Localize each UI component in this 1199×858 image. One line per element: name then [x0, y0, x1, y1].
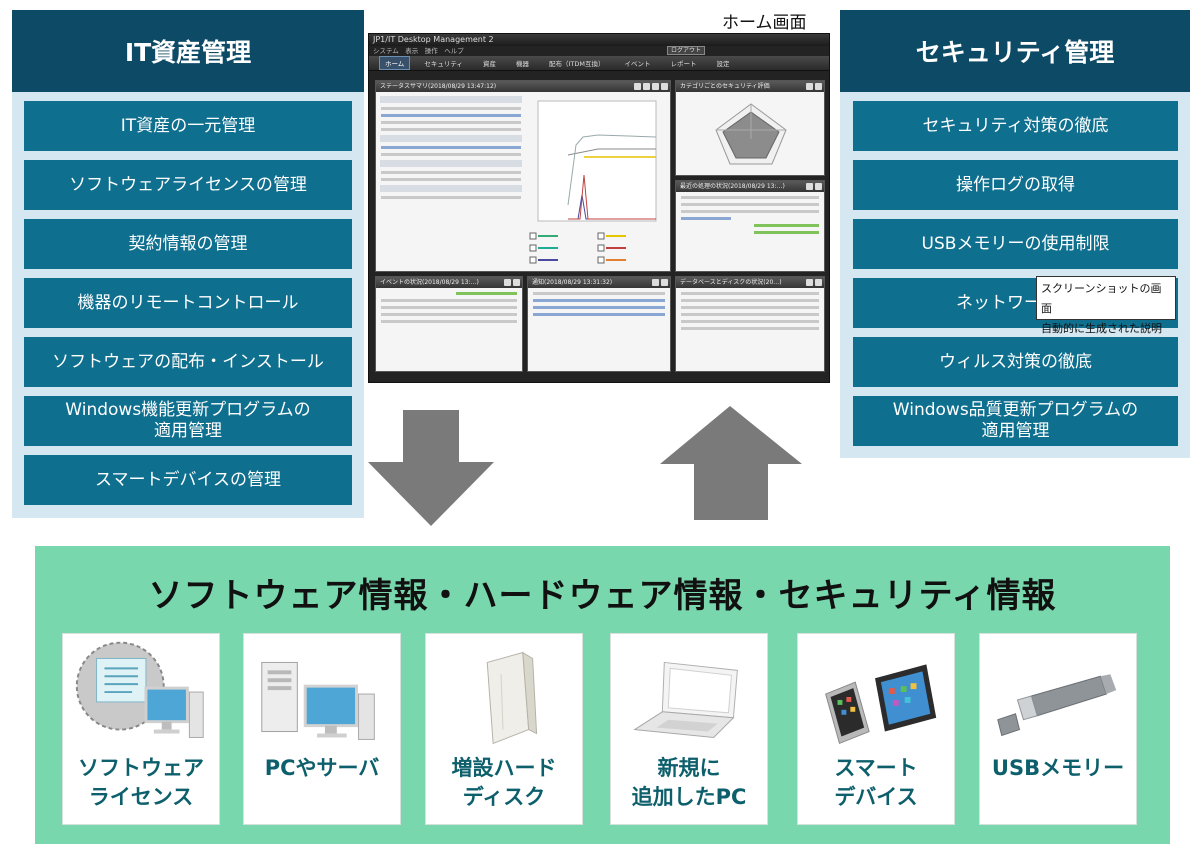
tab-distribution: 配布（ITDM互換） — [548, 60, 605, 68]
card-new-pc-label: 新規に 追加したPC — [631, 756, 747, 809]
info-panel-title: ソフトウェア情報・ハードウェア情報・セキュリティ情報 — [148, 576, 1057, 616]
item-contract-info: 契約情報の管理 — [24, 219, 352, 269]
up-arrow — [660, 406, 802, 520]
it-asset-panel: IT資産管理 IT資産の一元管理 ソフトウェアライセンスの管理 契約情報の管理 … — [12, 10, 364, 518]
home-screenshot: JP1/IT Desktop Management 2 システム 表示 操作 ヘ… — [368, 33, 830, 383]
tab-devices: 機器 — [515, 60, 529, 68]
recent-processing-window: 最近の処理の状況(2018/08/29 13:…) — [675, 180, 825, 272]
database-window: データベースとディスクの状況(20…) — [675, 276, 825, 372]
screenshot-tooltip: スクリーンショットの画面 自動的に生成された説明 — [1036, 276, 1176, 335]
item-smart-device: スマートデバイスの管理 — [24, 455, 352, 505]
card-software-license: ソフトウェア ライセンス — [62, 633, 220, 825]
security-evaluation-window: カテゴリごとのセキュリティ評価 — [675, 80, 825, 176]
tab-assets: 資産 — [482, 60, 496, 68]
status-summary-title: ステータスサマリ(2018/08/29 13:47:12) — [380, 83, 497, 90]
item-software-license: ソフトウェアライセンスの管理 — [24, 160, 352, 210]
notifications-title: 通知(2018/08/29 13:31:32) — [532, 279, 613, 286]
pc-server-icon — [261, 661, 375, 740]
item-remote-control: 機器のリモートコントロール — [24, 278, 352, 328]
events-title: イベントの状況(2018/08/29 13:…) — [380, 279, 479, 286]
down-arrow — [368, 410, 494, 526]
external-disk-icon — [486, 651, 538, 745]
tooltip-line2: 自動的に生成された説明 — [1041, 322, 1162, 335]
logout-button: ログアウト — [667, 46, 706, 55]
card-software-license-label: ソフトウェア ライセンス — [78, 756, 204, 809]
security-panel: セキュリティ管理 セキュリティ対策の徹底 操作ログの取得 USBメモリーの使用制… — [840, 10, 1190, 458]
usb-memory-icon — [997, 674, 1117, 737]
card-new-pc: 新規に 追加したPC — [610, 633, 768, 825]
events-window: イベントの状況(2018/08/29 13:…) — [375, 276, 523, 372]
app-tabs: ホーム セキュリティ 資産 機器 配布（ITDM互換） イベント レポート 設定 — [369, 56, 829, 71]
laptop-icon — [633, 661, 738, 738]
item-operation-log: 操作ログの取得 — [853, 160, 1178, 210]
status-line-graph — [529, 100, 657, 264]
tab-events: イベント — [624, 60, 651, 68]
tooltip-line1: スクリーンショットの画面 — [1041, 282, 1162, 315]
security-evaluation-title: カテゴリごとのセキュリティ評価 — [680, 83, 770, 90]
card-external-disk: 増設ハード ディスク — [425, 633, 583, 825]
software-license-icon — [75, 641, 204, 738]
database-title: データベースとディスクの状況(20…) — [680, 279, 782, 286]
item-windows-feature-update: Windows機能更新プログラムの 適用管理 — [24, 396, 352, 446]
card-smart-device-label: スマート デバイス — [834, 756, 918, 809]
item-virus-measures: ウィルス対策の徹底 — [853, 337, 1178, 387]
app-title: JP1/IT Desktop Management 2 — [369, 34, 829, 46]
tab-reports: レポート — [670, 60, 697, 68]
home-screen-caption: ホーム画面 — [722, 13, 807, 33]
item-security-measures: セキュリティ対策の徹底 — [853, 101, 1178, 151]
item-it-asset-centralized: IT資産の一元管理 — [24, 101, 352, 151]
info-panel: ソフトウェア情報・ハードウェア情報・セキュリティ情報 ソフトウェア ライセンス — [35, 546, 1170, 844]
recent-processing-title: 最近の処理の状況(2018/08/29 13:…) — [680, 183, 785, 190]
tab-security: セキュリティ — [424, 60, 463, 68]
smart-device-icon — [825, 664, 937, 745]
card-external-disk-label: 増設ハード ディスク — [451, 756, 557, 809]
security-radar-chart — [715, 103, 787, 165]
tab-home: ホーム — [379, 56, 411, 70]
item-usb-restriction: USBメモリーの使用制限 — [853, 219, 1178, 269]
card-usb-memory-label: USBメモリー — [991, 756, 1125, 780]
card-smart-device: スマート デバイス — [797, 633, 955, 825]
security-panel-title: セキュリティ管理 — [840, 10, 1190, 92]
it-asset-panel-title: IT資産管理 — [12, 10, 364, 92]
card-pc-server: PCやサーバ — [243, 633, 401, 825]
notifications-window: 通知(2018/08/29 13:31:32) — [527, 276, 671, 372]
card-usb-memory: USBメモリー — [979, 633, 1137, 825]
card-pc-server-label: PCやサーバ — [264, 756, 380, 780]
app-menu: システム 表示 操作 ヘルプ — [373, 47, 464, 55]
item-windows-quality-update: Windows品質更新プログラムの 適用管理 — [853, 396, 1178, 446]
item-software-distribution: ソフトウェアの配布・インストール — [24, 337, 352, 387]
tab-settings: 設定 — [716, 60, 730, 68]
status-summary-window: ステータスサマリ(2018/08/29 13:47:12) — [375, 80, 671, 272]
